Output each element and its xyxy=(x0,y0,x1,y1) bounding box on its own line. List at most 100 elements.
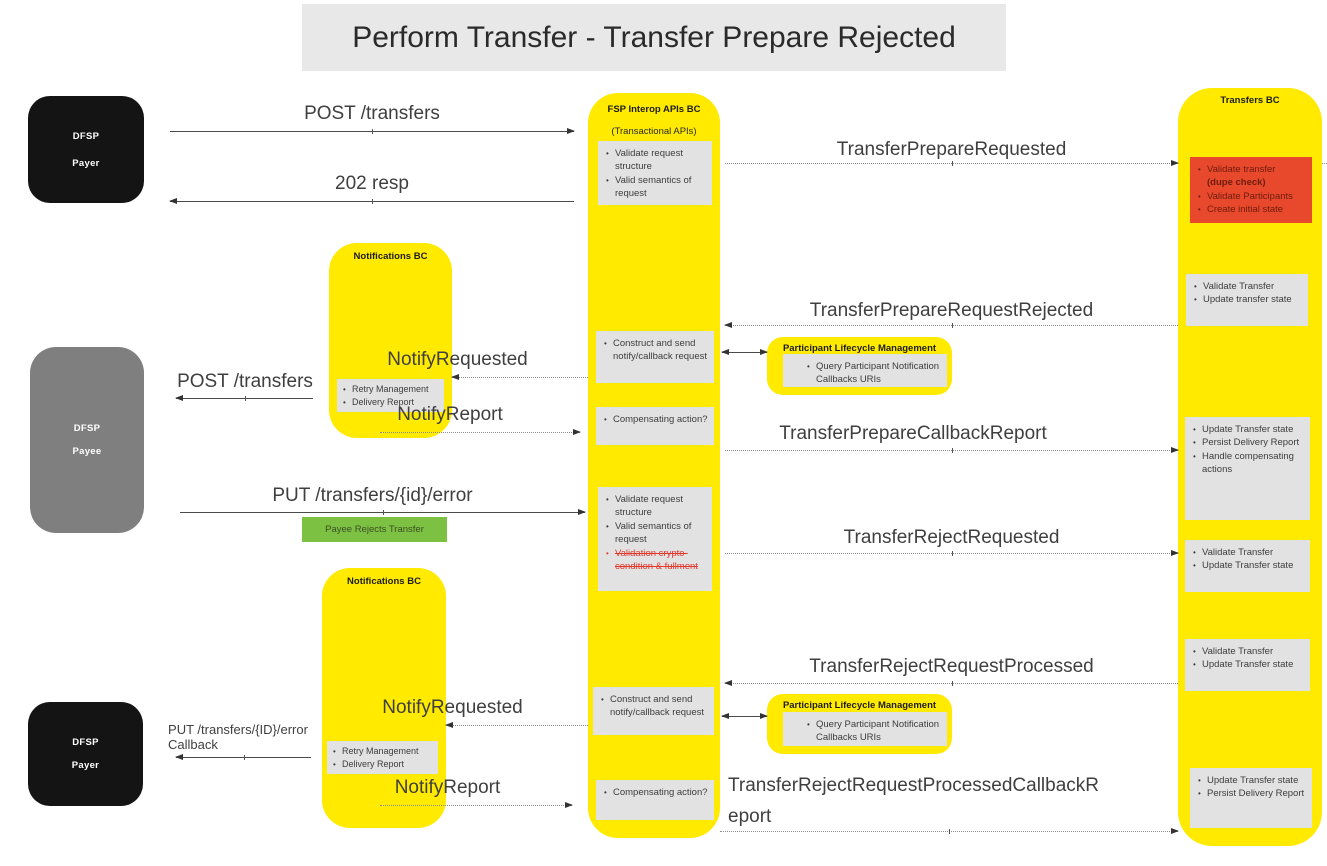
column-header: Notifications BC xyxy=(353,251,428,262)
plm-query-participant-box-top: Query Participant Notification Callbacks… xyxy=(783,354,947,387)
message-label-post-transfers-payee: POST /transfers xyxy=(177,371,313,392)
transfers-update-persist-handle-box: Update Transfer state Persist Delivery R… xyxy=(1185,417,1310,520)
column-subheader: (Transactional APIs) xyxy=(611,126,697,137)
list-item: Validate Transfer xyxy=(1192,280,1304,293)
column-header: Notifications BC xyxy=(347,576,421,587)
list-item: Persist Delivery Report xyxy=(1196,787,1308,800)
list-item-bold: (dupe check) xyxy=(1207,177,1266,189)
arrow-202-resp xyxy=(169,197,574,204)
message-label-202-resp: 202 resp xyxy=(335,173,409,194)
transfers-validate-update-box-1: Validate Transfer Update transfer state xyxy=(1186,274,1308,326)
arrow-fsp-plm-bottom xyxy=(721,712,768,719)
message-line: PUT /transfers/{ID}/error xyxy=(168,722,308,737)
actor-label: DFSP xyxy=(72,130,100,142)
list-item: Retry Management xyxy=(331,745,436,758)
list-item: Validate request structure xyxy=(604,493,708,520)
actor-label: DFSP xyxy=(72,737,99,748)
actor-dfsp-payee: DFSP Payee xyxy=(30,347,144,533)
list-item: Construct and send notify/callback reque… xyxy=(602,337,710,364)
list-item: Update Transfer state xyxy=(1191,658,1306,671)
plm-header: Participant Lifecycle Management xyxy=(782,700,937,711)
column-notifications-bc-bottom: Notifications BC xyxy=(322,568,446,828)
message-label-put-callback: PUT /transfers/{ID}/error Callback xyxy=(152,722,324,752)
list-item: Handle compensating actions xyxy=(1191,450,1306,477)
transfers-validate-update-box-3: Validate Transfer Update Transfer state xyxy=(1185,639,1310,691)
arrow-transfer-reject-requested xyxy=(725,549,1179,556)
message-label-transfer-prepare-requested: TransferPrepareRequested xyxy=(836,139,1067,160)
plm-header: Participant Lifecycle Management xyxy=(782,343,937,354)
message-label-transfer-prepare-request-rejected: TransferPrepareRequestRejected xyxy=(809,300,1094,321)
fsp-construct-send-box-top: Construct and send notify/callback reque… xyxy=(596,331,714,383)
arrow-notify-report-top xyxy=(380,428,581,435)
transfers-update-persist-box: Update Transfer state Persist Delivery R… xyxy=(1190,768,1312,828)
list-item-struck: Validation crypto-condition & fullment xyxy=(604,547,708,574)
actor-label: DFSP xyxy=(73,423,101,434)
list-item: Valid semantics of request xyxy=(604,174,708,201)
plm-query-participant-box-bottom: Query Participant Notification Callbacks… xyxy=(783,712,947,746)
column-header: FSP Interop APIs BC xyxy=(607,104,701,115)
arrow-stub-right-edge xyxy=(1322,163,1327,164)
fsp-validate-request-box-top: Validate request structure Valid semanti… xyxy=(598,141,712,205)
list-item: Valid semantics of request xyxy=(604,520,708,547)
fsp-compensating-action-box-bottom: Compensating action? xyxy=(596,780,714,820)
actor-dfsp-payer-bottom: DFSP Payer xyxy=(28,702,143,806)
page-title: Perform Transfer - Transfer Prepare Reje… xyxy=(302,4,1006,71)
list-item: Update Transfer state xyxy=(1191,423,1306,436)
actor-label: Payer xyxy=(71,760,100,771)
message-label-notify-report-bottom: NotifyReport xyxy=(394,777,501,798)
arrow-post-transfers xyxy=(170,127,575,134)
arrow-transfer-prepare-request-rejected xyxy=(724,321,1178,328)
arrow-transfer-prepare-callback-report xyxy=(725,446,1179,453)
message-label-transfer-reject-processed-callback-report: TransferRejectRequestProcessedCallbackRe… xyxy=(728,775,1100,828)
arrow-put-callback xyxy=(175,753,311,760)
list-item: Validate Participants xyxy=(1196,190,1308,203)
arrow-transfer-reject-request-processed xyxy=(724,679,1178,686)
message-label-post-transfers: POST /transfers xyxy=(304,103,440,124)
actor-label: Payee xyxy=(72,446,102,457)
arrow-fsp-plm-top xyxy=(721,348,768,355)
actor-label: Payer xyxy=(72,157,100,169)
notifications-retry-delivery-box-top: Retry Management Delivery Report xyxy=(337,379,444,412)
list-item: Retry Management xyxy=(341,383,442,396)
list-item: Create initial state xyxy=(1196,203,1308,216)
arrow-transfer-reject-processed-callback-report xyxy=(720,827,1179,834)
actor-dfsp-payer-top: DFSP Payer xyxy=(28,96,144,203)
fsp-validate-request-box-mid: Validate request structure Valid semanti… xyxy=(598,487,712,591)
message-label-notify-requested-bottom: NotifyRequested xyxy=(382,697,523,718)
arrow-notify-requested-top xyxy=(451,373,588,380)
list-item: Delivery Report xyxy=(341,396,442,409)
list-item: Query Participant Notification Callbacks… xyxy=(805,360,943,387)
notifications-retry-delivery-box-bottom: Retry Management Delivery Report xyxy=(327,741,438,774)
list-item: Compensating action? xyxy=(602,786,710,799)
message-label-notify-report-top: NotifyReport xyxy=(397,404,503,425)
payee-rejects-transfer-note: Payee Rejects Transfer xyxy=(302,517,447,542)
list-item: Validate transfer xyxy=(1196,163,1308,176)
fsp-construct-send-box-bottom: Construct and send notify/callback reque… xyxy=(593,687,714,735)
arrow-transfer-prepare-requested xyxy=(725,159,1179,166)
list-item: Query Participant Notification Callbacks… xyxy=(805,718,943,745)
message-line: Callback xyxy=(168,737,218,752)
message-label-transfer-reject-requested: TransferRejectRequested xyxy=(843,527,1060,548)
list-item: Compensating action? xyxy=(602,413,710,426)
list-item: Validate Transfer xyxy=(1191,645,1306,658)
arrow-notify-requested-bottom xyxy=(445,721,588,728)
list-item: Update Transfer state xyxy=(1191,559,1306,572)
list-item: Update Transfer state xyxy=(1196,774,1308,787)
list-item: Delivery Report xyxy=(331,758,436,771)
transfers-validate-dupe-check-box: Validate transfer (dupe check) Validate … xyxy=(1190,157,1312,223)
message-label-transfer-reject-request-processed: TransferRejectRequestProcessed xyxy=(809,656,1094,677)
message-label-put-transfers-id-error: PUT /transfers/{id}/error xyxy=(272,485,473,506)
list-item: Persist Delivery Report xyxy=(1191,436,1306,449)
arrow-notify-report-bottom xyxy=(380,801,573,808)
message-label-notify-requested-top: NotifyRequested xyxy=(387,349,528,370)
column-header: Transfers BC xyxy=(1220,95,1280,106)
list-item: Validate request structure xyxy=(604,147,708,174)
arrow-put-transfers-id-error xyxy=(180,508,586,515)
list-item: Construct and send notify/callback reque… xyxy=(599,693,710,720)
list-item: Validate Transfer xyxy=(1191,546,1306,559)
fsp-compensating-action-box-top: Compensating action? xyxy=(596,407,714,445)
list-item: Update transfer state xyxy=(1192,293,1304,306)
transfers-validate-update-box-2: Validate Transfer Update Transfer state xyxy=(1185,540,1310,592)
arrow-post-transfers-payee xyxy=(175,394,313,401)
